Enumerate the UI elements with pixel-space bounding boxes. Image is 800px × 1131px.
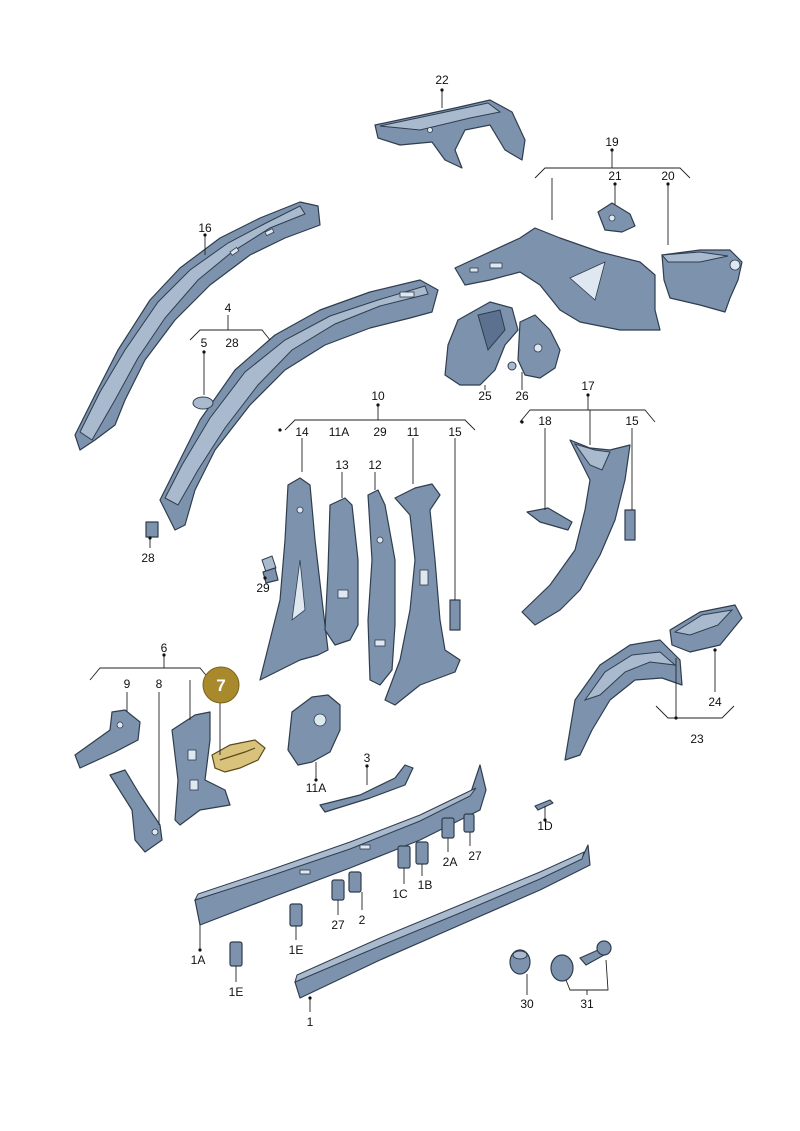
label-24: 24 bbox=[708, 695, 722, 709]
label-30: 30 bbox=[520, 997, 534, 1011]
label-15-a: 15 bbox=[448, 425, 462, 439]
part-9 bbox=[74, 709, 141, 769]
part-1d bbox=[534, 799, 554, 811]
part-19 bbox=[454, 227, 661, 331]
label-8: 8 bbox=[156, 677, 163, 691]
label-26: 26 bbox=[515, 389, 529, 403]
part-8 bbox=[109, 769, 163, 853]
label-29-a: 29 bbox=[373, 425, 387, 439]
label-27-b: 27 bbox=[331, 918, 345, 932]
part-1b bbox=[415, 841, 429, 865]
label-11a-bottom: 11A bbox=[306, 781, 326, 795]
label-27-a: 27 bbox=[468, 849, 482, 863]
part-21 bbox=[597, 202, 636, 233]
part-4 bbox=[159, 279, 439, 531]
part-1e-upper bbox=[289, 903, 303, 927]
part-6-pillar bbox=[171, 711, 231, 826]
part-2a bbox=[441, 817, 455, 839]
label-18: 18 bbox=[538, 414, 552, 428]
highlight-badge-7[interactable]: 7 bbox=[202, 666, 240, 704]
part-24 bbox=[669, 604, 743, 653]
part-1a bbox=[194, 764, 487, 926]
part-28-upper bbox=[145, 521, 159, 538]
leader-lines bbox=[89, 90, 735, 1012]
label-11a-top: 11A bbox=[329, 425, 349, 439]
label-11: 11 bbox=[407, 425, 420, 439]
label-15-b: 15 bbox=[625, 414, 639, 428]
part-11 bbox=[384, 483, 461, 706]
label-1c: 1C bbox=[392, 887, 408, 901]
label-16: 16 bbox=[198, 221, 212, 235]
label-4: 4 bbox=[225, 301, 232, 315]
label-13: 13 bbox=[335, 458, 349, 472]
label-21: 21 bbox=[608, 169, 622, 183]
part-1c bbox=[397, 845, 411, 869]
leader-dots bbox=[148, 88, 717, 1000]
label-1a: 1A bbox=[191, 953, 206, 967]
label-12: 12 bbox=[368, 458, 382, 472]
label-25: 25 bbox=[478, 389, 492, 403]
highlight-label: 7 bbox=[216, 676, 225, 695]
part-17-main bbox=[521, 439, 631, 626]
label-1e-a: 1E bbox=[289, 943, 304, 957]
part-14 bbox=[259, 477, 329, 681]
label-1e-b: 1E bbox=[229, 985, 244, 999]
label-6: 6 bbox=[161, 641, 168, 655]
label-19: 19 bbox=[605, 135, 619, 149]
part-23 bbox=[564, 639, 683, 761]
part-31 bbox=[550, 940, 612, 982]
part-2 bbox=[348, 871, 362, 893]
part-12 bbox=[367, 489, 396, 686]
part-1 bbox=[294, 844, 591, 999]
part-1e-lower bbox=[229, 941, 243, 967]
part-30 bbox=[509, 949, 531, 975]
part-27-right bbox=[463, 813, 475, 833]
part-15-right bbox=[624, 509, 636, 541]
label-17: 17 bbox=[581, 379, 595, 393]
part-13 bbox=[324, 497, 359, 646]
part-7-highlighted bbox=[211, 739, 266, 773]
label-2a: 2A bbox=[443, 855, 458, 869]
part-27-left bbox=[331, 879, 345, 901]
label-10: 10 bbox=[371, 389, 385, 403]
label-31: 31 bbox=[580, 997, 594, 1011]
label-3: 3 bbox=[364, 751, 371, 765]
part-16 bbox=[74, 201, 321, 451]
label-1: 1 bbox=[307, 1015, 314, 1029]
label-28-b: 28 bbox=[141, 551, 155, 565]
label-29-b: 29 bbox=[256, 581, 270, 595]
part-3 bbox=[319, 764, 414, 813]
part-25 bbox=[444, 301, 519, 386]
label-22: 22 bbox=[435, 73, 449, 87]
label-1d: 1D bbox=[537, 819, 553, 833]
part-29-lower bbox=[261, 555, 279, 584]
label-2: 2 bbox=[359, 913, 366, 927]
part-labels: 22 19 21 20 16 4 5 28 25 26 10 17 14 11A… bbox=[124, 73, 722, 1029]
label-14: 14 bbox=[295, 425, 309, 439]
label-20: 20 bbox=[661, 169, 675, 183]
part-18 bbox=[526, 507, 573, 531]
part-20 bbox=[660, 249, 743, 313]
label-1b: 1B bbox=[418, 878, 433, 892]
part-22 bbox=[374, 99, 526, 169]
label-28-a: 28 bbox=[225, 336, 239, 350]
part-11a-bracket bbox=[287, 694, 341, 766]
label-9: 9 bbox=[124, 677, 131, 691]
label-5: 5 bbox=[201, 336, 208, 350]
part-15-left bbox=[449, 599, 461, 631]
part-26 bbox=[507, 314, 561, 379]
part-5 bbox=[192, 396, 214, 410]
label-23: 23 bbox=[690, 732, 704, 746]
